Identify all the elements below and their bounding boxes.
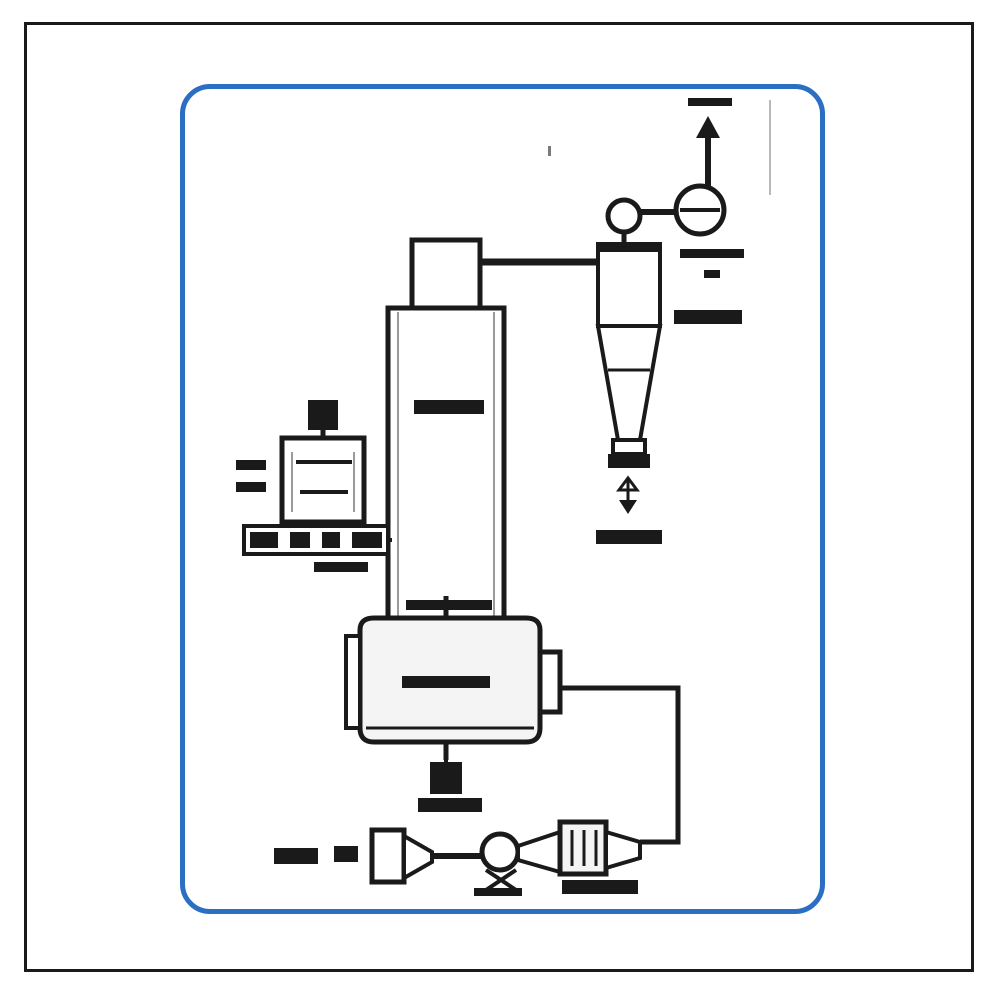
feed-pump-and-line [242, 524, 392, 572]
drum-label-mark [402, 676, 490, 688]
filter [369, 827, 490, 885]
chamber-label-mark [414, 400, 484, 414]
feed-tank-side-marks [236, 460, 266, 492]
exhaust-outlet-arrow [688, 98, 732, 190]
hot-air-duct [560, 685, 681, 845]
product-collector [418, 742, 482, 812]
separator-drum [344, 596, 563, 760]
cyclone-separator [595, 242, 663, 468]
exhaust-outlet-label-mark [688, 98, 732, 106]
collector-label-mark [418, 798, 482, 812]
blower-label-mark [474, 888, 522, 896]
air-heater [516, 819, 642, 894]
exhaust-fan [605, 183, 727, 244]
heater-label-mark [562, 880, 638, 894]
stray-mark [548, 146, 551, 156]
feed-label-mark [314, 562, 368, 572]
spray-drying-chamber [385, 237, 507, 623]
product-outlet-arrow [616, 475, 640, 514]
air-intake-marks [274, 846, 358, 864]
exhaust-fan-label-mark [674, 249, 744, 324]
air-blower [474, 831, 522, 896]
feed-tank-with-agitator [279, 400, 367, 525]
product-outlet-label-mark [596, 530, 662, 544]
